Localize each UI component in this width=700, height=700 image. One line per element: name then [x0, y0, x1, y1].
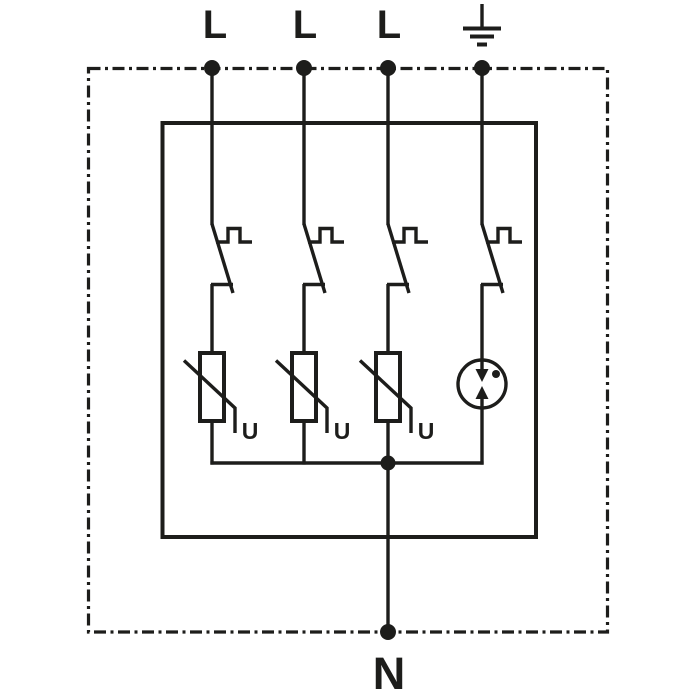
varistor-voltage-label: U [242, 418, 259, 444]
gas-filled-dot [492, 370, 500, 378]
varistor-voltage-label: U [418, 418, 435, 444]
thermal-disconnector-icon [386, 223, 428, 294]
thermal-trip-step [308, 226, 344, 244]
earth-ground-icon [463, 4, 501, 47]
terminal-label-l1: L [203, 3, 227, 47]
arrow-down-icon [475, 369, 489, 382]
varistor-icon [274, 351, 329, 433]
switch-blade [302, 223, 327, 294]
varistor-strike [182, 359, 237, 433]
terminal-label-l3: L [377, 3, 401, 47]
thermal-trip-step [216, 226, 252, 244]
thermal-trip-step [392, 226, 428, 244]
thermal-disconnector-icon [302, 223, 344, 294]
varistor-strike [358, 359, 413, 433]
terminal-label-n: N [373, 648, 406, 699]
branch-l2: U [274, 68, 351, 465]
branch-pe [456, 68, 522, 465]
switch-blade [210, 223, 235, 294]
thermal-disconnector-icon [210, 223, 252, 294]
terminal-dot-l2 [296, 60, 312, 76]
terminal-dot-l3 [380, 60, 396, 76]
terminal-dot-l1 [204, 60, 220, 76]
varistor-voltage-label: U [334, 418, 351, 444]
switch-blade [386, 223, 411, 294]
terminal-dot-n [380, 624, 396, 640]
arrow-up-icon [475, 386, 489, 399]
terminal-label-l2: L [293, 3, 317, 47]
branch-l3: U [358, 68, 435, 465]
protection-module-box [160, 121, 538, 539]
switch-blade [480, 223, 505, 294]
thermal-trip-step [486, 226, 522, 244]
device-boundary-outline [86, 66, 610, 634]
branch-l1: U [182, 68, 259, 465]
varistor-icon [358, 351, 413, 433]
varistor-strike [274, 359, 329, 433]
varistor-icon [182, 351, 237, 433]
thermal-disconnector-icon [480, 223, 522, 294]
terminal-dot-pe [474, 60, 490, 76]
